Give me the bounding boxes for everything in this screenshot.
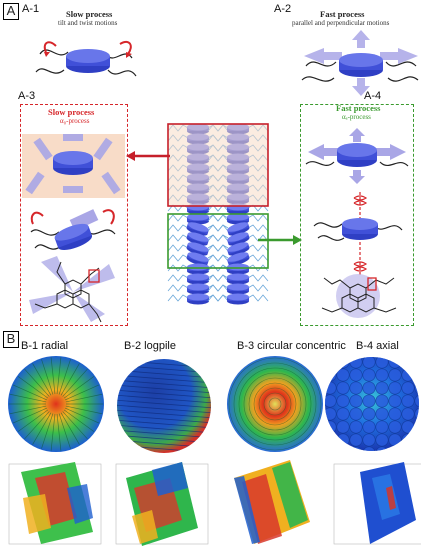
- b2-logpile-disc: [117, 359, 211, 453]
- red-arrow: [126, 151, 170, 161]
- a1-title: Slow process: [66, 9, 113, 19]
- b1-cylinder: [8, 462, 102, 545]
- a3-title: Slow process: [48, 107, 95, 117]
- column-disc: [187, 283, 209, 295]
- columnar-stack: [167, 123, 269, 305]
- a2-title: Fast process: [320, 9, 365, 19]
- column-disc: [187, 263, 209, 275]
- a3-illustration: [25, 134, 121, 323]
- b1-label: B-1 radial: [21, 340, 69, 352]
- column-disc: [186, 222, 209, 236]
- panel-b-tag: B: [3, 331, 19, 348]
- column-disc: [187, 273, 209, 285]
- b2-label: B-2 logpile: [124, 340, 176, 352]
- panel-a-tag: A: [3, 3, 19, 20]
- a1-subtitle: tilt and twist motions: [58, 19, 118, 27]
- column-disc: [227, 263, 249, 275]
- a2-label: A-2: [274, 3, 292, 15]
- column-disc: [187, 293, 209, 305]
- b4-axial-disc: [325, 357, 419, 451]
- column-disc: [227, 273, 249, 285]
- column-disc: [227, 232, 250, 246]
- a4-title: Fast process: [336, 103, 381, 113]
- b3-cylinder: [234, 460, 310, 544]
- a4-subtitle: αₐ-process: [342, 113, 371, 121]
- column-disc: [186, 252, 209, 266]
- b3-concentric-disc: [227, 356, 323, 452]
- column-disc: [186, 242, 209, 256]
- column-disc: [227, 252, 250, 266]
- a4-illustration: [305, 128, 409, 318]
- column-disc: [227, 293, 249, 305]
- a1-illustration: [35, 40, 137, 77]
- column-disc: [187, 213, 209, 225]
- b3-label: B-3 circular concentric: [237, 340, 346, 352]
- column-disc: [186, 232, 209, 246]
- b1-radial-disc: [8, 356, 104, 452]
- column-disc: [227, 283, 249, 295]
- b4-label: B-4 axial: [356, 340, 399, 352]
- b4-cylinder: [333, 462, 421, 545]
- a4-box: [300, 104, 414, 326]
- a2-subtitle: parallel and perpendicular motions: [292, 19, 390, 27]
- green-arrow: [258, 235, 302, 245]
- a2-illustration: [301, 30, 419, 96]
- a4-label: A-4: [364, 90, 382, 102]
- a3-subtitle: α₀-process: [60, 117, 90, 125]
- column-disc: [227, 222, 250, 236]
- a3-label: A-3: [18, 90, 36, 102]
- column-disc: [227, 242, 250, 256]
- a1-label: A-1: [22, 3, 40, 15]
- a3-box: [20, 104, 128, 326]
- b2-cylinder: [115, 462, 209, 546]
